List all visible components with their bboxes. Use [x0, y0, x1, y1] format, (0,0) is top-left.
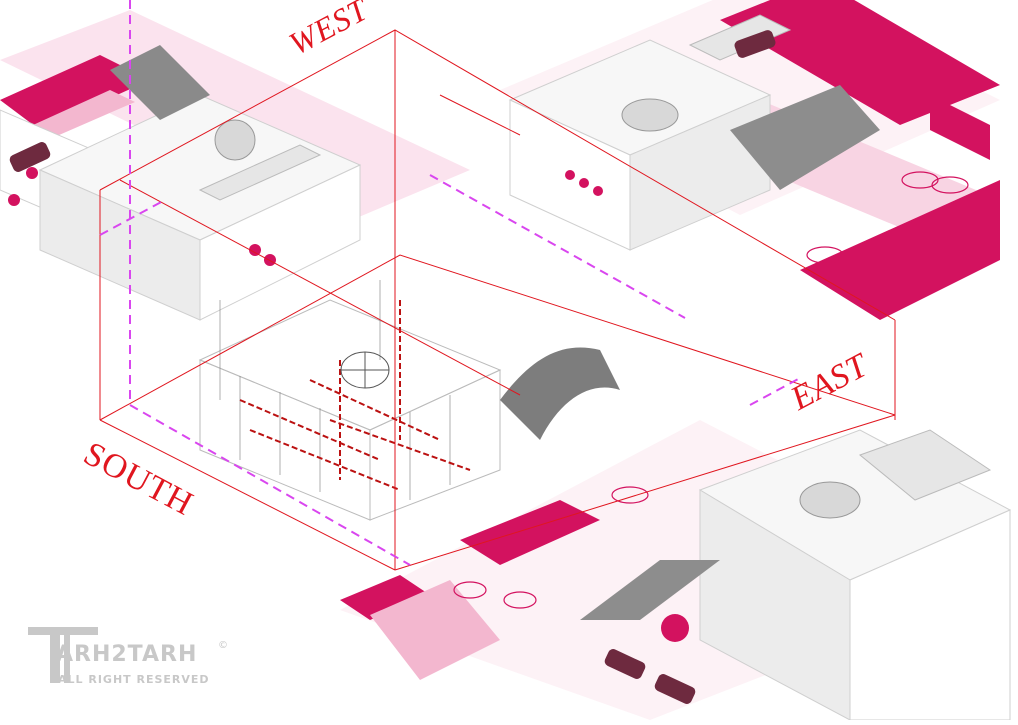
west-view-block	[0, 10, 470, 321]
east-view-block	[500, 0, 1000, 320]
central-wireframe-model	[198, 280, 620, 521]
logo-mark-icon	[28, 627, 98, 683]
red-frame-lines	[99, 29, 896, 571]
logo-wordmark: ARH2TARH	[56, 642, 198, 667]
dashed-guide-lines	[99, 0, 801, 566]
copyright-mark: ©	[218, 640, 228, 651]
south-view-block	[340, 420, 1012, 721]
logo-tagline: ALL RIGHT RESERVED	[58, 673, 210, 686]
